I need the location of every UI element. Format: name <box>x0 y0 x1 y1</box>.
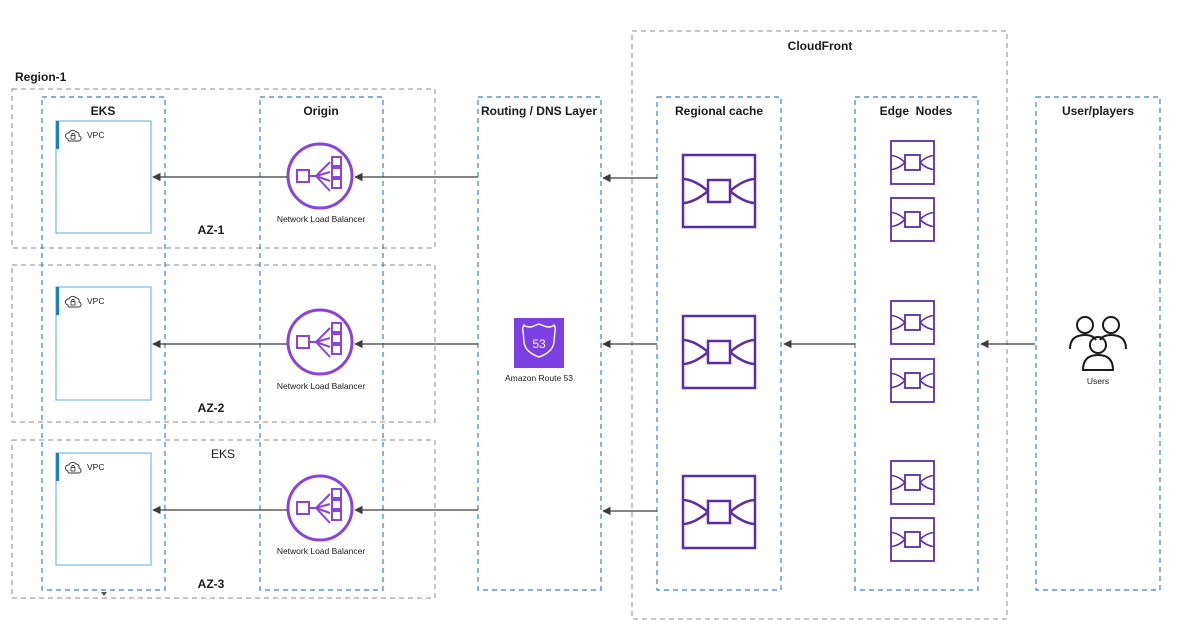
cache-node-icon <box>681 474 757 550</box>
az-1-label: AZ-1 <box>198 223 225 237</box>
users-group-icon <box>1069 316 1127 371</box>
users-label: Users <box>1087 376 1109 386</box>
eks-label-az3: EKS <box>211 447 235 461</box>
users-node: Users <box>1069 316 1127 386</box>
edge-node-icon <box>890 460 935 505</box>
edge-node-icon <box>890 358 935 403</box>
users-column-title: User/players <box>1062 104 1134 118</box>
cache-node-icon <box>681 153 757 229</box>
route53-badge: 53 <box>532 337 546 351</box>
users-column <box>1035 96 1161 591</box>
cloudfront-boundary <box>631 30 1008 620</box>
routing-column-title: Routing / DNS Layer <box>481 104 597 118</box>
network-load-balancer-icon <box>286 308 354 376</box>
az-1-boundary <box>11 88 436 249</box>
az-2-boundary <box>11 264 436 423</box>
region-label: Region-1 <box>15 70 67 84</box>
eks-column-title: EKS <box>91 104 116 118</box>
vpc-box-az3: VPC <box>55 452 152 566</box>
nlb-az1: Network Load Balancer <box>277 142 366 224</box>
eks-column-end-marker <box>101 592 107 596</box>
regional-cache-node-3 <box>681 474 757 550</box>
regional-cache-column-title: Regional cache <box>675 104 763 118</box>
az-3-boundary <box>11 439 436 599</box>
network-load-balancer-icon <box>286 142 354 210</box>
vpc-label-az1: VPC <box>87 130 104 140</box>
regional-cache-node-2 <box>681 314 757 390</box>
cache-node-icon <box>681 314 757 390</box>
edge-nodes-column-title: Edge Nodes <box>880 104 953 118</box>
connectors <box>152 172 1035 516</box>
edge-node-icon <box>890 140 935 185</box>
vpc-cloud-lock-icon <box>65 461 82 474</box>
origin-column-title: Origin <box>303 104 338 118</box>
vpc-cloud-lock-icon <box>65 295 82 308</box>
vpc-box-az1: VPC <box>55 120 152 234</box>
nlb-label-az1: Network Load Balancer <box>277 214 366 224</box>
vpc-cloud-lock-icon <box>65 129 82 142</box>
cloudfront-label: CloudFront <box>788 39 853 53</box>
route53-label: Amazon Route 53 <box>505 373 573 383</box>
edge-node-icon <box>890 197 935 242</box>
route53-node: 53 Amazon Route 53 <box>505 318 573 383</box>
network-load-balancer-icon <box>286 474 354 542</box>
vpc-box-az2: VPC <box>55 286 152 401</box>
vpc-label-az3: VPC <box>87 462 104 472</box>
edge-node-icon <box>890 300 935 345</box>
edge-nodes <box>890 140 935 562</box>
nlb-az2: Network Load Balancer <box>277 308 366 391</box>
nlb-label-az3: Network Load Balancer <box>277 546 366 556</box>
regional-cache-node-1 <box>681 153 757 229</box>
nlb-az3: Network Load Balancer <box>277 474 366 556</box>
regional-cache-column <box>656 96 782 591</box>
az-3-label: AZ-3 <box>198 577 225 591</box>
edge-node-icon <box>890 517 935 562</box>
nlb-label-az2: Network Load Balancer <box>277 381 366 391</box>
vpc-label-az2: VPC <box>87 296 104 306</box>
az-2-label: AZ-2 <box>198 401 225 415</box>
route53-icon: 53 <box>514 318 564 368</box>
